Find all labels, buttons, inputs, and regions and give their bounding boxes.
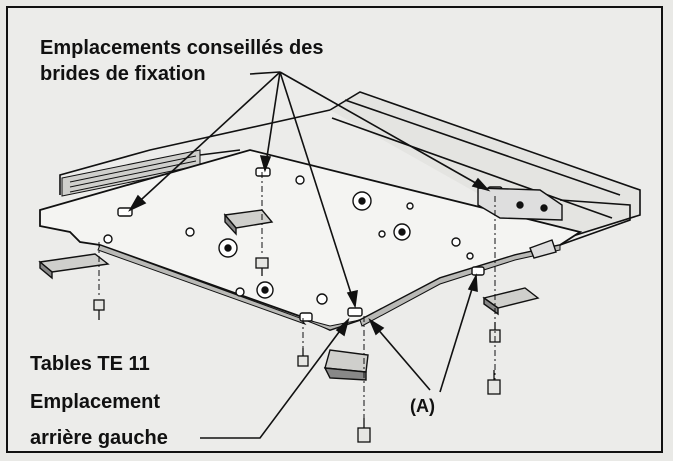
bottom-label-leader xyxy=(200,317,350,439)
plate-holes xyxy=(103,175,550,305)
screws xyxy=(93,257,501,443)
fixing-clamps xyxy=(38,209,540,381)
top-label-line2: brides de fixation xyxy=(40,63,206,85)
bottom-label-line1: Tables TE 11 xyxy=(30,353,150,375)
top-label-line1: Emplacements conseillés des xyxy=(40,37,324,59)
rear-bracket xyxy=(477,187,563,259)
top-label-leaders xyxy=(128,71,491,309)
assembly-axis-lines xyxy=(98,172,496,426)
callout-a-leaders xyxy=(368,273,478,393)
bottom-label-line2: Emplacement xyxy=(30,391,161,413)
bottom-label-line3: arrière gauche xyxy=(30,427,168,449)
callout-a-label: (A) xyxy=(410,396,435,416)
